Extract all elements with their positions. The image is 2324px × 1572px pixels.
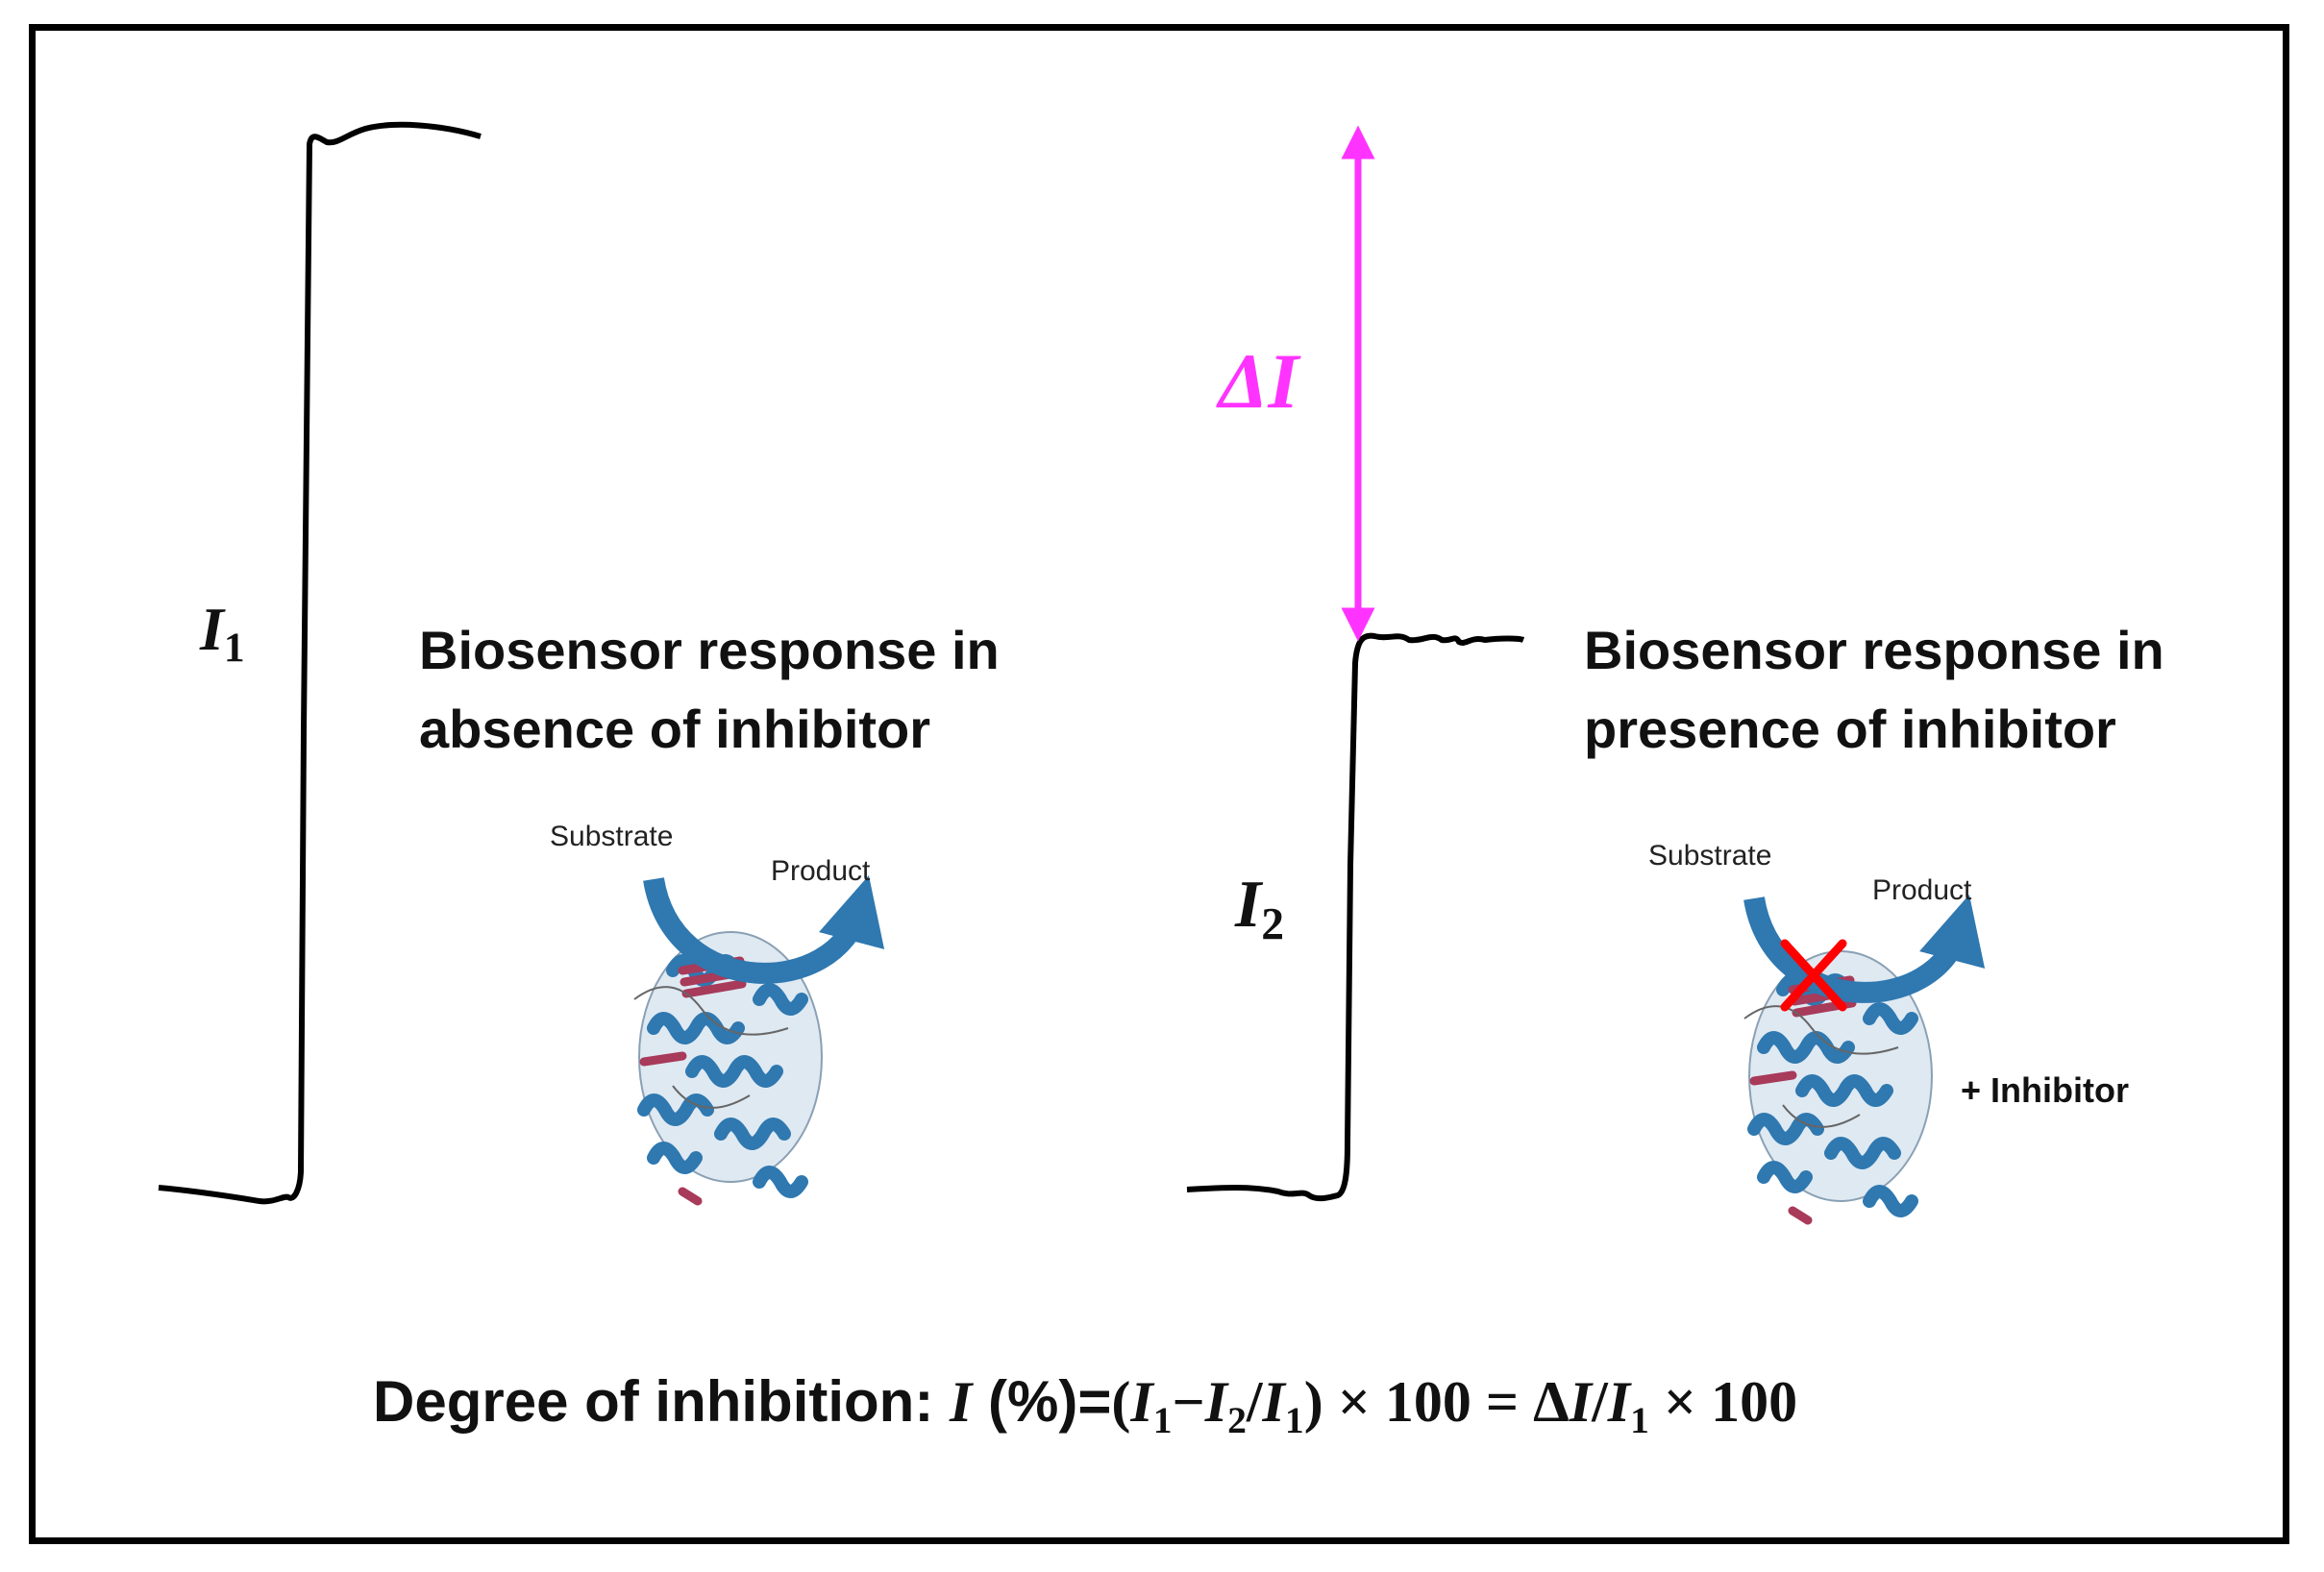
inhibition-formula: Degree of inhibition: I (%)=(I1−I2/I1) ×…	[373, 1369, 1798, 1441]
figure-frame	[29, 24, 2289, 1544]
product-label: Product	[1872, 874, 1972, 906]
substrate-label: Substrate	[1648, 840, 1772, 872]
delta-i-label: ΔI	[1219, 337, 1299, 425]
blocked-reaction-cross-icon	[1780, 939, 1847, 1012]
caption-absence-line2: absence of inhibitor	[419, 699, 931, 759]
product-label: Product	[771, 855, 871, 887]
substrate-to-product-arrow	[643, 874, 885, 984]
substrate-to-product-arrow	[1743, 894, 1986, 1003]
substrate-label: Substrate	[550, 821, 674, 852]
caption-presence-line1: Biosensor response in	[1584, 620, 2164, 680]
enzyme-illustration-left	[633, 874, 885, 1206]
inhibitor-label: + Inhibitor	[1961, 1070, 2129, 1110]
current-label-i2: I2	[1235, 868, 1285, 950]
response-trace-without-inhibitor	[158, 121, 482, 1205]
current-label-i1: I1	[200, 595, 245, 672]
enzyme-illustration-right	[1743, 894, 1986, 1225]
formula-prefix: Degree of inhibition:	[373, 1369, 950, 1434]
caption-absence-line1: Biosensor response in	[419, 620, 1000, 680]
caption-presence-line2: presence of inhibitor	[1584, 699, 2116, 759]
formula-expression: (I1−I2/I1) × 100 = ΔI/I1 × 100	[1111, 1370, 1798, 1441]
